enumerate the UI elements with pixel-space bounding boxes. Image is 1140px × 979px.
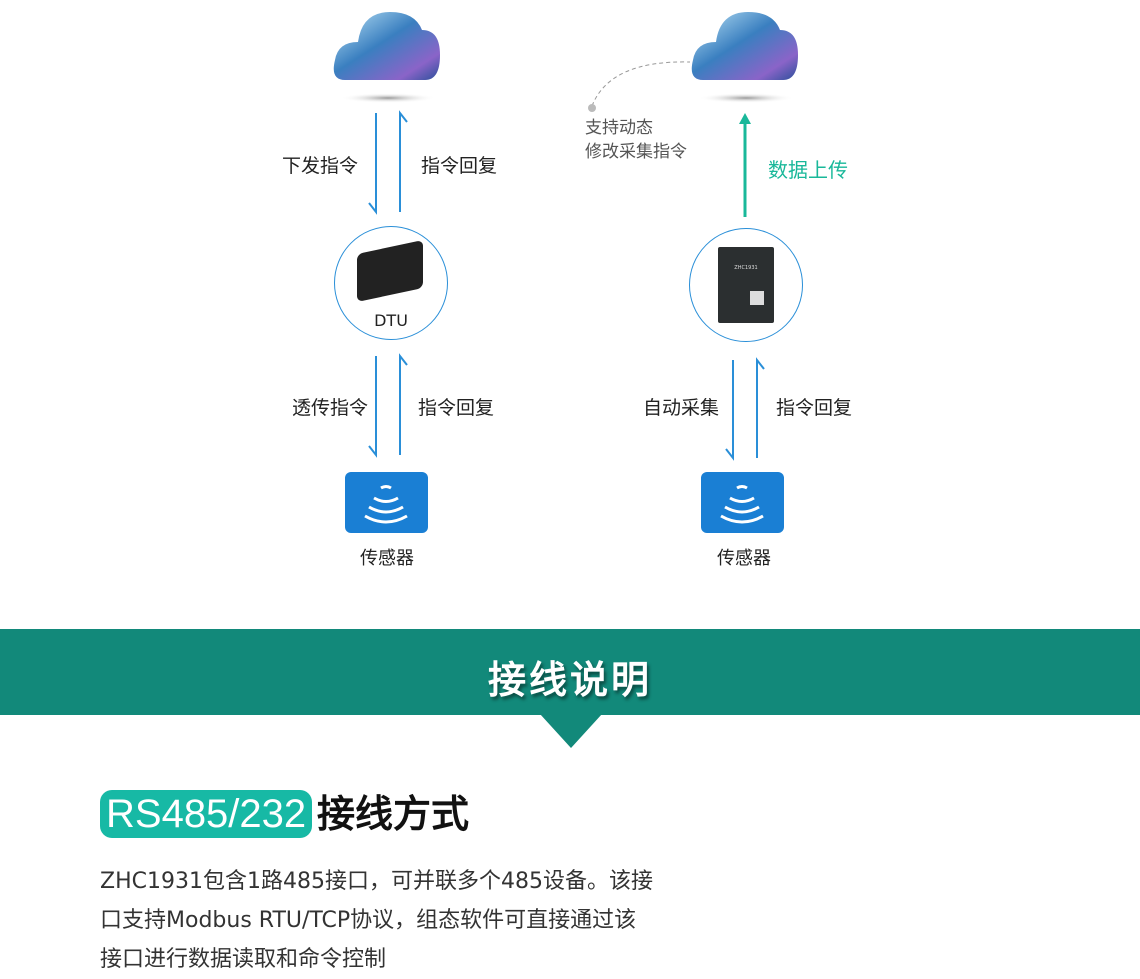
description-line: 接口进行数据读取和命令控制	[100, 947, 387, 972]
label-passthrough-command: 透传指令	[292, 397, 369, 419]
sensor-label-right: 传感器	[717, 548, 771, 569]
zhc1931-device-circle: ZHC1931	[689, 228, 803, 342]
sensor-icon-left	[345, 472, 428, 533]
sensor-label-left: 传感器	[360, 548, 414, 569]
left-arrows	[368, 110, 765, 461]
dashed-connector	[591, 61, 691, 107]
description-paragraph: ZHC1931包含1路485接口，可并联多个485设备。该接 口支持Modbus…	[100, 862, 700, 979]
label-data-upload: 数据上传	[768, 158, 848, 182]
label-command-reply-3: 指令回复	[776, 397, 853, 419]
label-send-command: 下发指令	[282, 155, 359, 177]
sensor-icon-right	[701, 472, 784, 533]
dtu-label: DTU	[374, 311, 408, 330]
dtu-device-circle: DTU	[334, 226, 448, 340]
rs485-badge: RS485/232	[100, 790, 313, 838]
zhc1931-device-image: ZHC1931	[718, 247, 774, 323]
upload-arrow	[739, 113, 751, 217]
annotation-line1: 支持动态	[585, 118, 653, 138]
label-command-reply-2: 指令回复	[418, 397, 495, 419]
description-line: ZHC1931包含1路485接口，可并联多个485设备。该接	[100, 869, 653, 894]
section-title: 接线方式	[317, 792, 470, 836]
label-command-reply: 指令回复	[421, 155, 498, 177]
description-line: 口支持Modbus RTU/TCP协议，组态软件可直接通过该	[100, 908, 637, 933]
label-auto-collect: 自动采集	[643, 397, 720, 419]
banner-title: 接线说明	[487, 658, 652, 702]
banner-pointer	[540, 714, 602, 748]
section-banner: 接线说明	[0, 629, 1140, 715]
flow-diagram	[333, 12, 798, 461]
annotation-line2: 修改采集指令	[585, 142, 687, 162]
dtu-device-image	[357, 239, 423, 303]
cloud-icon-right	[691, 12, 798, 103]
cloud-icon-left	[333, 12, 440, 103]
